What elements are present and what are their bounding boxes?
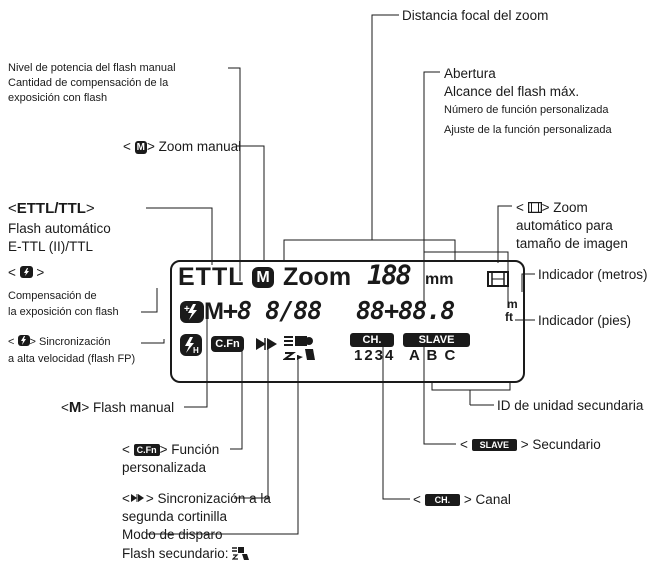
lcd-cfn-badge: C.Fn — [211, 336, 244, 352]
label-indicator-feet: Indicador (pies) — [538, 313, 632, 328]
label-auto-zoom-3: tamaño de imagen — [516, 236, 628, 251]
label-manual-power-1: Nivel de potencia del flash manual — [8, 62, 176, 74]
label-auto-flash: Flash automático — [8, 221, 111, 236]
label-hs-2: a alta velocidad (flash FP) — [8, 353, 136, 365]
label-fire-mode: Modo de disparo — [122, 527, 223, 542]
fec-icon: + — [180, 301, 204, 323]
lcd-ettl: ETTL — [178, 263, 245, 291]
lcd-slave-ids: A B C — [409, 347, 457, 364]
label-ettl-ttl: <ETTL/TTL> — [8, 200, 95, 217]
cfn-small-icon: C.Fn — [133, 444, 160, 456]
slave-flash-small-icon — [231, 547, 250, 560]
label-second-1: <> Sincronización a la — [122, 491, 271, 506]
lcd-mm: mm — [425, 271, 454, 288]
lcd-panel — [170, 260, 525, 383]
label-fec-2: la exposición con flash — [8, 306, 119, 318]
ch-small-icon: CH. — [424, 494, 461, 506]
m-icon: M — [134, 141, 147, 154]
lcd-unit-ft: ft — [505, 310, 513, 324]
lcd-ch-badge: CH. — [350, 333, 394, 347]
label-manual-power-2: Cantidad de compensación de la — [8, 77, 169, 89]
label-fec-1: Compensación de — [8, 290, 97, 302]
label-auto-zoom-1: < > Zoom — [516, 200, 588, 215]
label-second-2: segunda cortinilla — [122, 509, 228, 524]
lcd-zoom: Zoom — [283, 263, 352, 291]
lcd-range: 88+88.8 — [356, 296, 455, 325]
label-channel: < CH. > Canal — [413, 492, 511, 507]
label-hs-1: < > Sincronización — [8, 335, 111, 348]
second-curtain-icon — [256, 338, 277, 350]
label-manual-flash: <M> Flash manual — [61, 399, 175, 416]
slave-flash-mode-icon — [283, 336, 315, 360]
label-slave-flash: Flash secundario: — [122, 545, 250, 562]
high-speed-sync-icon: H — [180, 334, 202, 356]
label-focal-length: Distancia focal del zoom — [402, 8, 549, 23]
slave-small-icon: SLAVE — [471, 439, 517, 451]
label-auto-zoom-2: automático para — [516, 218, 613, 233]
label-slave-id: ID de unidad secundaria — [497, 398, 644, 413]
second-curtain-small-icon — [130, 494, 144, 502]
lcd-zoom-digits: 188 — [367, 260, 412, 291]
label-cfn-setting: Ajuste de la función personalizada — [444, 124, 612, 136]
label-max-range: Alcance del flash máx. — [444, 84, 580, 99]
label-cfn-1: < C.Fn> Función — [122, 442, 220, 457]
auto-zoom-frame-icon — [487, 271, 509, 287]
label-manual-zoom: < M> Zoom manual — [123, 139, 242, 154]
label-slave: < SLAVE > Secundario — [460, 437, 601, 452]
hs-small-icon — [17, 335, 30, 346]
lcd-slave-badge: SLAVE — [403, 333, 470, 347]
svg-text:+: + — [184, 304, 190, 315]
label-cfn-number: Número de función personalizada — [444, 104, 609, 116]
lcd-channels: 1234 — [354, 347, 396, 364]
label-indicator-meters: Indicador (metros) — [538, 267, 648, 282]
lcd-manual-zoom-icon: M — [252, 267, 274, 288]
lcd-manual-m: M — [204, 298, 224, 325]
label-cfn-2: personalizada — [122, 460, 207, 475]
frame-small-icon — [527, 201, 542, 214]
lcd-power: +8 8/88 — [223, 296, 322, 325]
label-ettl-variants: E-TTL (II)/TTL — [8, 239, 93, 254]
lcd-unit-m: m — [507, 297, 518, 311]
label-aperture: Abertura — [444, 66, 496, 81]
fec-small-icon — [19, 266, 33, 278]
label-fec-title: < > — [8, 265, 45, 280]
svg-text:H: H — [193, 346, 199, 355]
label-manual-power-3: exposición con flash — [8, 92, 108, 104]
